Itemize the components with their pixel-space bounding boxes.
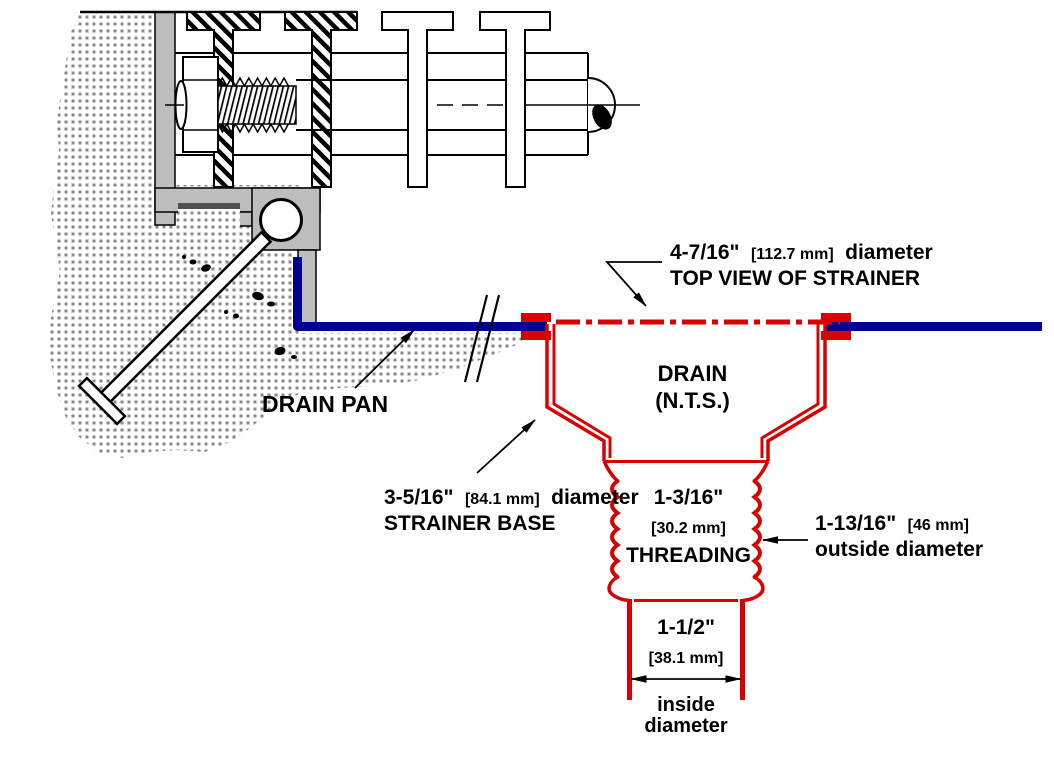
outside-diameter-label: 1-13/16" [46 mm] outside diameter xyxy=(815,511,983,562)
drain-line2: (N.T.S.) xyxy=(655,387,730,413)
inside-diameter-line3: diameter xyxy=(644,715,728,737)
threading-dim-mm: [30.2 mm] xyxy=(651,520,726,537)
hatched-t-bolt-2 xyxy=(284,11,358,188)
ball-joint xyxy=(259,198,303,242)
strainer-base-dim-in: 3-5/16" xyxy=(384,486,454,509)
outside-diameter-dim-mm: [46 mm] xyxy=(907,517,969,534)
channel-insulation-pocket xyxy=(178,209,240,233)
outside-diameter-line2: outside diameter xyxy=(815,537,984,561)
drain-wall-right-outer xyxy=(766,324,827,461)
leader-top-strainer xyxy=(604,261,662,307)
rod-foot xyxy=(77,376,127,426)
break-marks xyxy=(463,294,501,383)
drain-pan-line xyxy=(293,257,1042,331)
rod-end-blob xyxy=(592,104,612,130)
top-strainer-dim-suffix: diameter xyxy=(845,241,933,264)
bolt-assembly xyxy=(80,10,640,188)
top-strainer-line2: TOP VIEW OF STRAINER xyxy=(670,266,921,290)
drain-wall-left-outer xyxy=(545,324,606,461)
top-strainer-dim-mm: [112.7 mm] xyxy=(750,246,834,263)
inside-diameter-line2: inside xyxy=(657,694,715,716)
hex-bolt-head xyxy=(174,56,219,153)
threading-dim-in: 1-3/16" xyxy=(653,486,724,509)
strainer-base-line2: STRAINER BASE xyxy=(384,511,556,535)
top-strainer-dim-in: 4-7/16" xyxy=(670,241,740,264)
threading-left xyxy=(610,479,621,579)
threading-line3: THREADING xyxy=(626,544,751,567)
plain-t-bolt-2 xyxy=(479,11,551,188)
drain-wall-right-inner xyxy=(760,324,820,458)
leader-strainer-base xyxy=(476,419,536,474)
aggregate-specks xyxy=(182,255,297,359)
drain-wall-left-inner xyxy=(552,324,612,458)
leader-arrows xyxy=(354,261,808,683)
thread-crests-bottom xyxy=(217,122,290,134)
bolt-shank-lines xyxy=(296,79,588,131)
strainer-base-label: 3-5/16" [84.1 mm] diameter STRAINER BASE xyxy=(384,485,639,536)
bolt-threads xyxy=(217,76,297,134)
floor-drain xyxy=(521,313,851,700)
drain-pan-left xyxy=(293,257,547,331)
plain-t-bolts xyxy=(381,11,551,188)
drain-line1: DRAIN xyxy=(657,361,728,386)
inside-diameter-dim-in: 1-1/2" xyxy=(657,616,715,639)
drain-flanges xyxy=(521,313,851,340)
thread-crests-top xyxy=(217,76,290,88)
drain-pan-label: DRAIN PAN xyxy=(262,391,389,417)
gasket-strip xyxy=(178,203,240,209)
threading-right xyxy=(751,479,762,579)
plain-t-bolt-1 xyxy=(381,11,454,188)
hanger-rod-assembly xyxy=(77,198,303,426)
leader-drain-pan xyxy=(354,329,415,389)
inside-diameter-dim-mm: [38.1 mm] xyxy=(648,650,724,667)
extrusion-lip xyxy=(237,211,253,227)
drain-label: DRAIN (N.T.S.) xyxy=(600,361,785,415)
outside-diameter-dim-in: 1-13/16" xyxy=(815,512,897,535)
strainer-base-dim-mm: [84.1 mm] xyxy=(464,491,540,508)
strainer-base-dim-suffix: diameter xyxy=(551,486,639,509)
top-strainer-label: 4-7/16" [112.7 mm] diameter TOP VIEW OF … xyxy=(670,240,933,291)
